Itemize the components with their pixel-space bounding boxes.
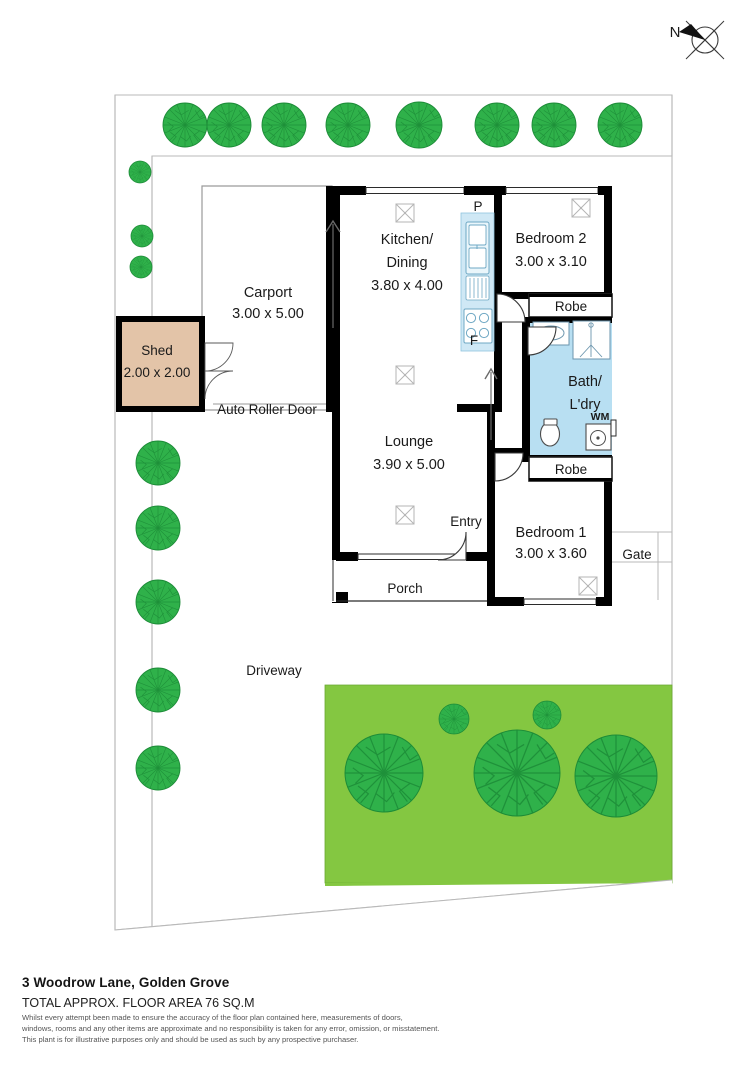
shed-name: Shed bbox=[141, 343, 173, 358]
lounge-name: Lounge bbox=[385, 434, 433, 450]
disclaimer: Whilst every attempt been made to ensure… bbox=[22, 1013, 502, 1045]
robe-upper-label: Robe bbox=[555, 299, 587, 314]
auto-roller-door-label: Auto Roller Door bbox=[217, 402, 317, 417]
bedroom-1-dimensions: 3.00 x 3.60 bbox=[515, 546, 587, 562]
pantry-label: P bbox=[473, 199, 482, 214]
kitchen-fixtures bbox=[463, 221, 493, 344]
washing-machine-label: WM bbox=[591, 411, 610, 423]
lawn-clip-mask bbox=[115, 880, 672, 935]
total-floor-area: TOTAL APPROX. FLOOR AREA 76 SQ.M bbox=[22, 996, 255, 1010]
lounge-dimensions: 3.90 x 5.00 bbox=[373, 457, 445, 473]
shed-dimensions: 2.00 x 2.00 bbox=[124, 365, 191, 380]
porch-label: Porch bbox=[387, 581, 422, 596]
shed bbox=[116, 316, 234, 412]
compass-rose bbox=[679, 20, 725, 60]
driveway-label: Driveway bbox=[246, 663, 302, 678]
gate-label: Gate bbox=[622, 547, 651, 562]
carport-dimensions: 3.00 x 5.00 bbox=[232, 306, 304, 322]
fridge-label: F bbox=[470, 333, 478, 348]
kitchen-dining-dimensions: 3.80 x 4.00 bbox=[371, 278, 443, 294]
kitchen-dining-name-line2: Dining bbox=[386, 255, 427, 271]
direction-arrows bbox=[325, 219, 498, 440]
compass-north-label: N bbox=[670, 24, 681, 41]
lawn-trees bbox=[344, 700, 658, 818]
bath-laundry-name-line2: L'dry bbox=[570, 397, 602, 413]
top-hedge-trees bbox=[162, 101, 643, 149]
bedroom-1-name: Bedroom 1 bbox=[516, 525, 587, 541]
disclaimer-line-2: windows, rooms and any other items are a… bbox=[22, 1023, 440, 1033]
boundary-bottom-angled bbox=[114, 879, 673, 931]
gate-marker bbox=[612, 531, 672, 600]
robe-lower-label: Robe bbox=[555, 462, 587, 477]
disclaimer-line-1: Whilst every attempt been made to ensure… bbox=[22, 1013, 403, 1022]
bedroom-2-dimensions: 3.00 x 3.10 bbox=[515, 254, 587, 270]
entry-label: Entry bbox=[450, 514, 482, 529]
left-side-small-trees bbox=[128, 160, 154, 279]
kitchen-dining-name-line1: Kitchen/ bbox=[381, 232, 434, 248]
bath-laundry-name-line1: Bath/ bbox=[568, 374, 603, 390]
carport-name: Carport bbox=[244, 285, 292, 301]
property-address: 3 Woodrow Lane, Golden Grove bbox=[22, 975, 230, 990]
plan-text-labels: N Kitchen/ Dining 3.80 x 4.00 Bedroom 2 … bbox=[124, 20, 725, 678]
disclaimer-line-3: This plant is for illustrative purposes … bbox=[22, 1034, 359, 1044]
bedroom-2-name: Bedroom 2 bbox=[516, 231, 587, 247]
ceiling-fixture-symbols bbox=[395, 198, 598, 596]
left-side-mid-trees bbox=[135, 440, 181, 791]
door-swings bbox=[437, 293, 557, 561]
